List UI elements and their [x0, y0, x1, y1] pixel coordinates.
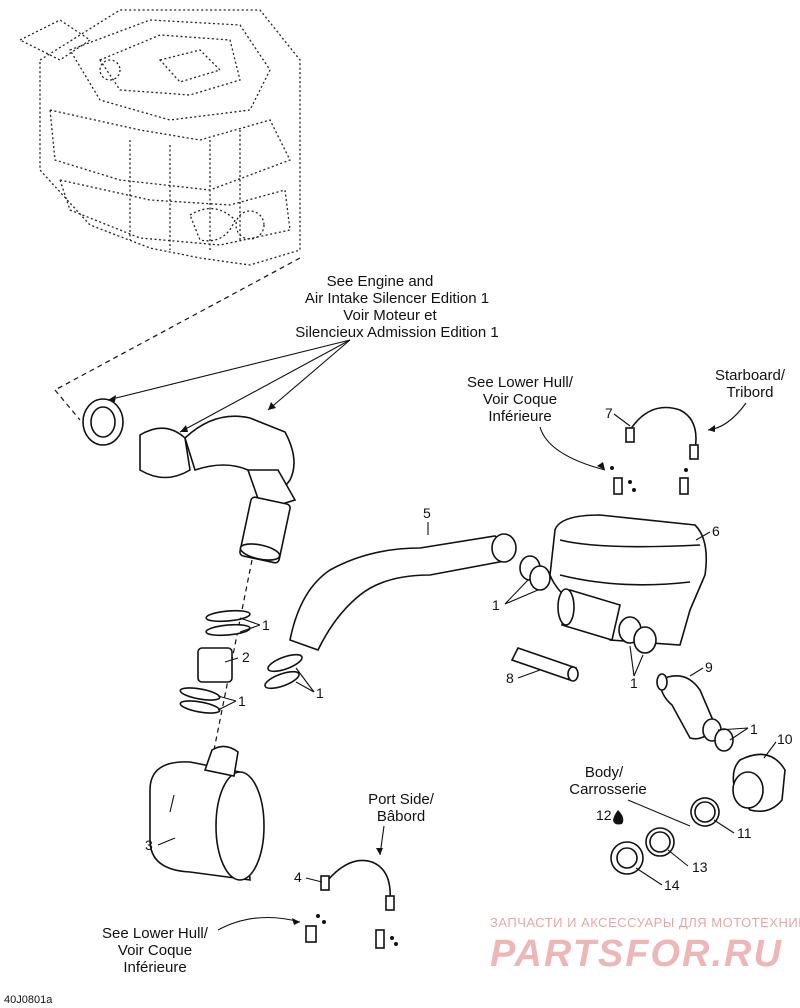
clamp-pair-upper-left: [205, 609, 251, 637]
lower-hull-bottom-line-3: Inférieure: [123, 959, 186, 976]
part-number-1c: 1: [316, 685, 324, 701]
part-number-1b: 1: [238, 693, 246, 709]
engine-illustration: [18, 9, 301, 266]
part-number-6: 6: [712, 523, 720, 539]
engine-ref-line-3: Voir Moteur et: [343, 307, 437, 324]
lower-hull-callout-top: See Lower Hull/ Voir Coque Inférieure: [467, 374, 606, 471]
part-number-14: 14: [664, 877, 680, 893]
part-number-7: 7: [605, 405, 613, 421]
part-number-12: 12: [596, 807, 612, 823]
engine-connection-line: [54, 257, 301, 391]
outlet-flange: [610, 841, 644, 875]
part-number-1e: 1: [630, 675, 638, 691]
part-number-13: 13: [692, 859, 708, 875]
engine-ref-line-1: See Engine and: [327, 273, 434, 290]
figure-code: 40J0801a: [4, 994, 53, 1006]
engine-ref-line-4: Silencieux Admission Edition 1: [295, 324, 498, 341]
part-number-1d: 1: [492, 597, 500, 613]
starboard-callout: Starboard/ Tribord: [707, 367, 786, 432]
body-callout: Body/ Carrosserie: [569, 764, 691, 827]
watermark-tagline: ЗАПЧАСТИ И АКСЕССУАРЫ ДЛЯ МОТОТЕХНИКИ: [490, 915, 800, 930]
part-number-8: 8: [506, 670, 514, 686]
exhaust-manifold: [82, 398, 297, 564]
clamp-pair-box-outlet: [618, 616, 657, 654]
part-number-2: 2: [242, 649, 250, 665]
part-number-11: 11: [737, 825, 752, 841]
port-side-strap: [320, 859, 395, 911]
seal-ring: [645, 827, 675, 857]
clamp-pair-pipe-base: [264, 653, 303, 690]
starboard-strap: [625, 406, 699, 460]
part-number-10: 10: [777, 731, 793, 747]
lower-hull-callout-bottom: See Lower Hull/ Voir Coque Inférieure: [102, 916, 301, 976]
sealant-drop: [613, 810, 624, 825]
body-line-2: Carrosserie: [569, 781, 647, 798]
part-number-1f: 1: [750, 721, 758, 737]
outlet-hose: [656, 673, 716, 740]
clamp-pair-box-inlet: [519, 555, 551, 591]
part-number-3: 3: [145, 837, 153, 853]
lower-hull-bottom-line-2: Voir Coque: [118, 942, 192, 959]
starboard-line-2: Tribord: [727, 384, 774, 401]
muffler: [149, 745, 265, 881]
lower-hull-top-line-3: Inférieure: [488, 408, 551, 425]
port-side-line-2: Bâbord: [377, 808, 425, 825]
part-number-1a: 1: [262, 617, 270, 633]
body-line-1: Body/: [585, 764, 624, 781]
foam-strip: [510, 647, 579, 682]
part-number-5: 5: [423, 505, 431, 521]
watermark-logo: PARTSFOR.RU: [490, 933, 783, 975]
exhaust-pipe: [289, 533, 517, 651]
starboard-line-1: Starboard/: [715, 367, 786, 384]
starboard-mounting-brackets: [610, 466, 689, 495]
gasket-ring: [690, 797, 720, 827]
port-side-callout: Port Side/ Bâbord: [368, 791, 435, 856]
lower-hull-bottom-line-1: See Lower Hull/: [102, 925, 209, 942]
port-side-line-1: Port Side/: [368, 791, 435, 808]
part-number-9: 9: [705, 659, 713, 675]
clamp-pair-hose: [702, 718, 734, 752]
watermark: ЗАПЧАСТИ И АКСЕССУАРЫ ДЛЯ МОТОТЕХНИКИ PA…: [490, 915, 800, 975]
lower-hull-top-line-2: Voir Coque: [483, 391, 557, 408]
exhaust-outlet-elbow: [732, 753, 786, 813]
engine-reference-callout: See Engine and Air Intake Silencer Editi…: [107, 273, 499, 433]
coupler-hose: [197, 647, 233, 683]
box-outlet-tube: [557, 588, 621, 642]
clamp-pair-lower-left: [179, 687, 221, 714]
lower-hull-top-line-1: See Lower Hull/: [467, 374, 574, 391]
part-number-4: 4: [294, 869, 302, 885]
port-mounting-brackets: [305, 914, 398, 949]
engine-ref-line-2: Air Intake Silencer Edition 1: [305, 290, 489, 307]
